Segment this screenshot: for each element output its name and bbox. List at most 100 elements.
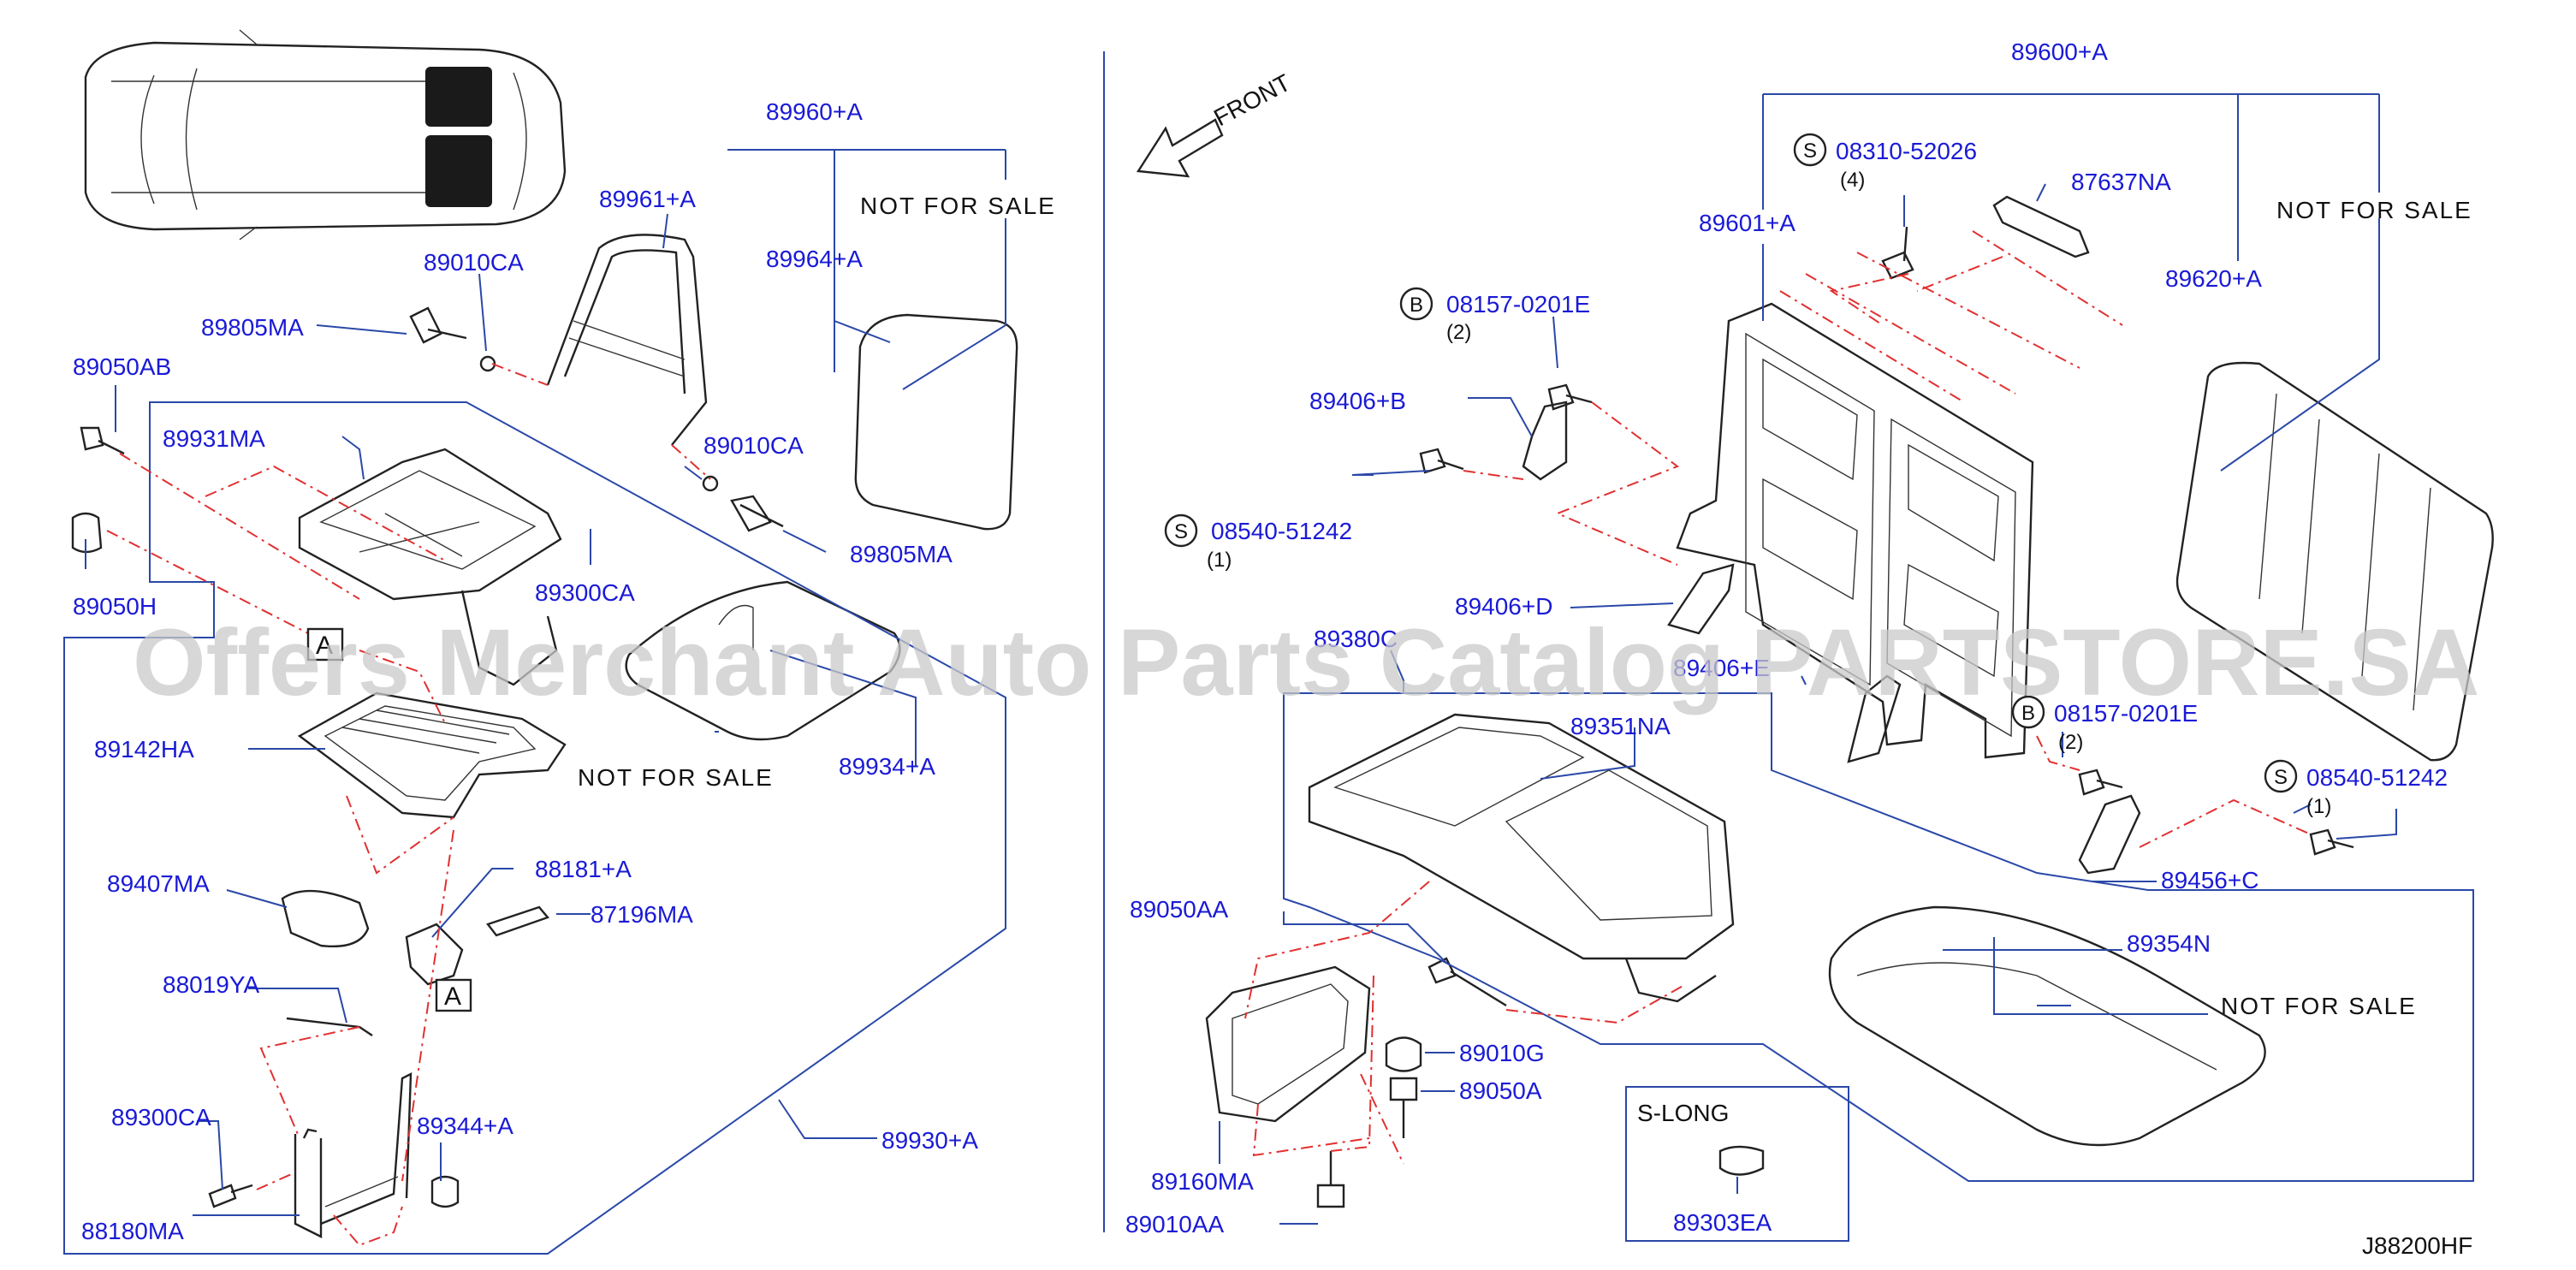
bolt-08157-2-icon [2078,769,2123,796]
bracket-89406d-part [1667,563,1735,635]
grommet-89010g-icon [1385,1036,1422,1072]
right-panel-assembly-lines [1244,230,2312,1165]
qty-08310: (4) [1840,169,1865,192]
part-label-89160ma[interactable]: 89160MA [1151,1168,1254,1195]
part-label-89960a[interactable]: 89960+A [766,98,863,125]
part-label-89300ca-2[interactable]: 89300CA [111,1104,211,1131]
right-panel-leader-lines [1219,93,2474,1225]
circle-letter-b-1 [1399,287,1433,321]
part-label-08157-0201e-1[interactable]: 08157-0201E [1446,291,1590,318]
clip-89303ea-part [1718,1145,1765,1176]
part-label-88181a[interactable]: 88181+A [535,856,632,882]
part-label-89300ca-1[interactable]: 89300CA [535,579,635,606]
part-label-89930a[interactable]: 89930+A [881,1127,978,1154]
circle-letter-s-3-text: S [2274,766,2288,789]
bracket-89456c-part [2078,794,2141,875]
diagram-code: J88200HF [2362,1232,2472,1259]
bracket-cup-part [281,890,370,947]
seat-cover-89354n-part [1828,905,2266,1147]
part-label-88019ya[interactable]: 88019YA [163,971,259,998]
bolt-89805ma-1-icon [409,306,496,372]
circle-letter-s-1 [1793,133,1827,167]
part-label-89380c[interactable]: 89380C [1314,626,1398,652]
part-label-89406b[interactable]: 89406+B [1309,388,1406,414]
part-label-89805ma-2[interactable]: 89805MA [850,541,953,567]
part-label-87196ma[interactable]: 87196MA [591,901,693,928]
part-label-89406d[interactable]: 89406+D [1455,593,1552,620]
s-long-sub-box [1625,1086,1849,1242]
part-label-89050a[interactable]: 89050A [1459,1077,1542,1104]
not-for-sale-note-1: NOT FOR SALE [860,193,1056,219]
bolt-08157-1-icon [1547,383,1593,411]
part-label-08540-51242-1[interactable]: 08540-51242 [1211,518,1352,544]
headrest-cover-part [854,313,1018,531]
part-label-87637na[interactable]: 87637NA [2071,169,2171,195]
part-label-89344a[interactable]: 89344+A [417,1113,513,1139]
left-panel-leader-lines [63,149,1006,1255]
not-for-sale-note-2: NOT FOR SALE [578,764,774,791]
part-label-89050aa[interactable]: 89050AA [1130,896,1229,923]
not-for-sale-note-3: NOT FOR SALE [2276,197,2472,223]
front-label: FRONT [1209,69,1295,132]
part-label-88180ma[interactable]: 88180MA [81,1218,184,1244]
qty-08540-1: (1) [1207,549,1232,572]
seat-leg-88180ma-part [294,1072,413,1238]
bolt-08310-icon [1881,226,1914,280]
part-label-08157-0201e-2[interactable]: 08157-0201E [2054,700,2198,727]
bushing-89050h-icon [71,512,103,554]
bracket-89406e-part [1847,674,1902,763]
bolt-89050a-icon [1389,1077,1418,1138]
part-label-89407ma[interactable]: 89407MA [107,870,210,897]
ref-mark-a-1 [306,627,344,662]
part-label-89050ab[interactable]: 89050AB [73,353,171,380]
bolt-89300ca-icon [208,1184,253,1208]
part-label-89406e[interactable]: 89406+E [1673,655,1770,681]
bracket-89406b-part [1522,401,1568,481]
qty-08157-2: (2) [2058,731,2083,754]
part-label-89010g[interactable]: 89010G [1459,1040,1545,1066]
bolt-89805ma-2-icon [702,475,784,532]
part-label-89931ma[interactable]: 89931MA [163,425,265,452]
part-label-08310-52026[interactable]: 08310-52026 [1836,138,1977,164]
part-label-89601a[interactable]: 89601+A [1699,210,1795,236]
part-label-89010ca-2[interactable]: 89010CA [703,432,804,459]
handle-87637na-part [1992,195,2090,258]
circle-letter-s-3 [2264,759,2298,793]
part-label-89456c[interactable]: 89456+C [2161,867,2258,893]
seat-frame-part [298,448,562,686]
part-label-89964a[interactable]: 89964+A [766,246,863,272]
bolt-89050aa-icon [1427,957,1507,1007]
part-label-89934a[interactable]: 89934+A [839,753,935,780]
seatback-cover-part [2175,361,2494,762]
part-label-89351na[interactable]: 89351NA [1570,713,1671,739]
front-direction-arrow-icon [1136,118,1224,178]
watermark-text: Offers Merchant Auto Parts Catalog PARTS… [133,610,2479,715]
bolt-89050ab-icon [80,426,125,455]
headrest-frame-part [546,234,708,446]
part-label-89600a[interactable]: 89600+A [2011,39,2108,65]
part-label-89050h[interactable]: 89050H [73,593,157,620]
circle-letter-s-2 [1164,513,1198,548]
ref-mark-a-2-label: A [444,982,461,1011]
bracket-88181a-part [405,923,464,986]
part-label-89354n[interactable]: 89354N [2127,930,2211,957]
circle-letter-b-2-text: B [2021,702,2035,725]
part-label-89010ca-1[interactable]: 89010CA [424,249,524,276]
bolt-89010aa-icon [1316,1151,1345,1208]
circle-letter-s-2-text: S [1174,520,1188,543]
part-label-89142ha[interactable]: 89142HA [94,736,194,763]
ref-mark-a-1-label: A [316,632,333,660]
part-label-89010aa[interactable]: 89010AA [1125,1211,1225,1237]
part-label-89303ea[interactable]: 89303EA [1673,1209,1772,1236]
bolt-08540-2-icon [2309,828,2354,856]
circle-letter-s-1-text: S [1803,139,1817,163]
mesh-seat-pan-part [297,691,567,819]
ref-mark-a-2 [435,978,472,1012]
not-for-sale-note-4: NOT FOR SALE [2221,993,2417,1019]
part-label-08540-51242-2[interactable]: 08540-51242 [2306,764,2448,791]
part-label-89961a[interactable]: 89961+A [599,186,696,212]
part-label-89620a[interactable]: 89620+A [2165,265,2262,292]
part-label-89805ma-1[interactable]: 89805MA [201,314,304,341]
seatback-frame-part [1676,302,2034,759]
circle-letters [1164,133,2298,793]
